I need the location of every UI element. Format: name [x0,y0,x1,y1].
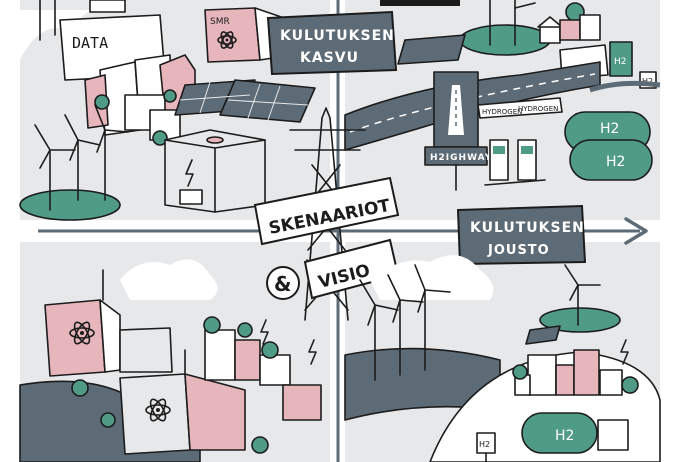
bottom-left-scene [19,259,322,462]
houses-top-right [537,2,601,44]
svg-text:H2: H2 [600,121,619,137]
nuclear-plant-bottom [119,349,246,455]
lightning-bolt-icon [308,339,317,365]
svg-text:H2: H2 [479,440,490,449]
highway-sign: H2IGHWAY [424,71,492,191]
solar-panels-top-right [397,34,466,65]
hydrogen-station: HYDROGEN HYDROGEN [477,97,563,186]
top-left-scene: DATA SMR KULUTUKSEN KASVU [19,0,398,221]
lightning-bolt-icon [260,319,269,345]
svg-text:H2: H2 [606,154,625,170]
solar-panels-top-left [174,79,316,123]
nuclear-atom-icon [69,321,95,345]
bottom-right-scene: H2 H2 [344,255,661,462]
svg-text:JOUSTO: JOUSTO [487,243,550,258]
wind-turbines-top-left [19,104,129,221]
nuclear-plant-top [44,269,173,377]
wind-turbines-offshore [359,264,451,381]
kulutuksen-kasvu-label: KULUTUKSEN KASVU [266,10,398,76]
solar-panels-bottom-right [525,325,561,345]
svg-text:KULUTUKSEN: KULUTUKSEN [280,28,395,44]
svg-text:&: & [274,272,291,296]
city-buildings [84,54,196,141]
hydrogen-tanks: H2 H2 [564,111,653,181]
svg-text:HYDROGEN: HYDROGEN [482,108,522,116]
svg-text:KULUTUKSEN: KULUTUKSEN [470,220,585,236]
ampersand-badge: & [266,266,300,300]
svg-text:SMR: SMR [210,17,230,27]
h2-small-sign-bottom: H2 [476,432,496,462]
svg-text:H2: H2 [614,57,627,67]
kulutuksen-jousto-label: KULUTUKSEN JOUSTO [456,204,587,266]
lightning-bolt-icon [185,159,194,187]
hydrogen-tank-bottom: H2 [521,412,629,454]
lightning-bolt-icon [620,339,629,365]
substation-box [164,129,266,213]
svg-text:H2: H2 [555,428,574,444]
svg-text:HYDROGEN: HYDROGEN [518,105,558,113]
top-right-scene: H2 H2 H2IGHWAY HYDROGEN HYDROGEN [344,0,661,191]
arrow-right-icon [624,217,648,245]
svg-text:KASVU: KASVU [300,50,359,66]
nuclear-atom-icon [217,31,237,49]
nuclear-atom-icon [145,398,171,422]
town-bottom-right [512,339,639,396]
town-bottom-left [203,316,322,421]
data-label: DATA [72,34,108,52]
svg-text:H2IGHWAY: H2IGHWAY [430,153,492,163]
